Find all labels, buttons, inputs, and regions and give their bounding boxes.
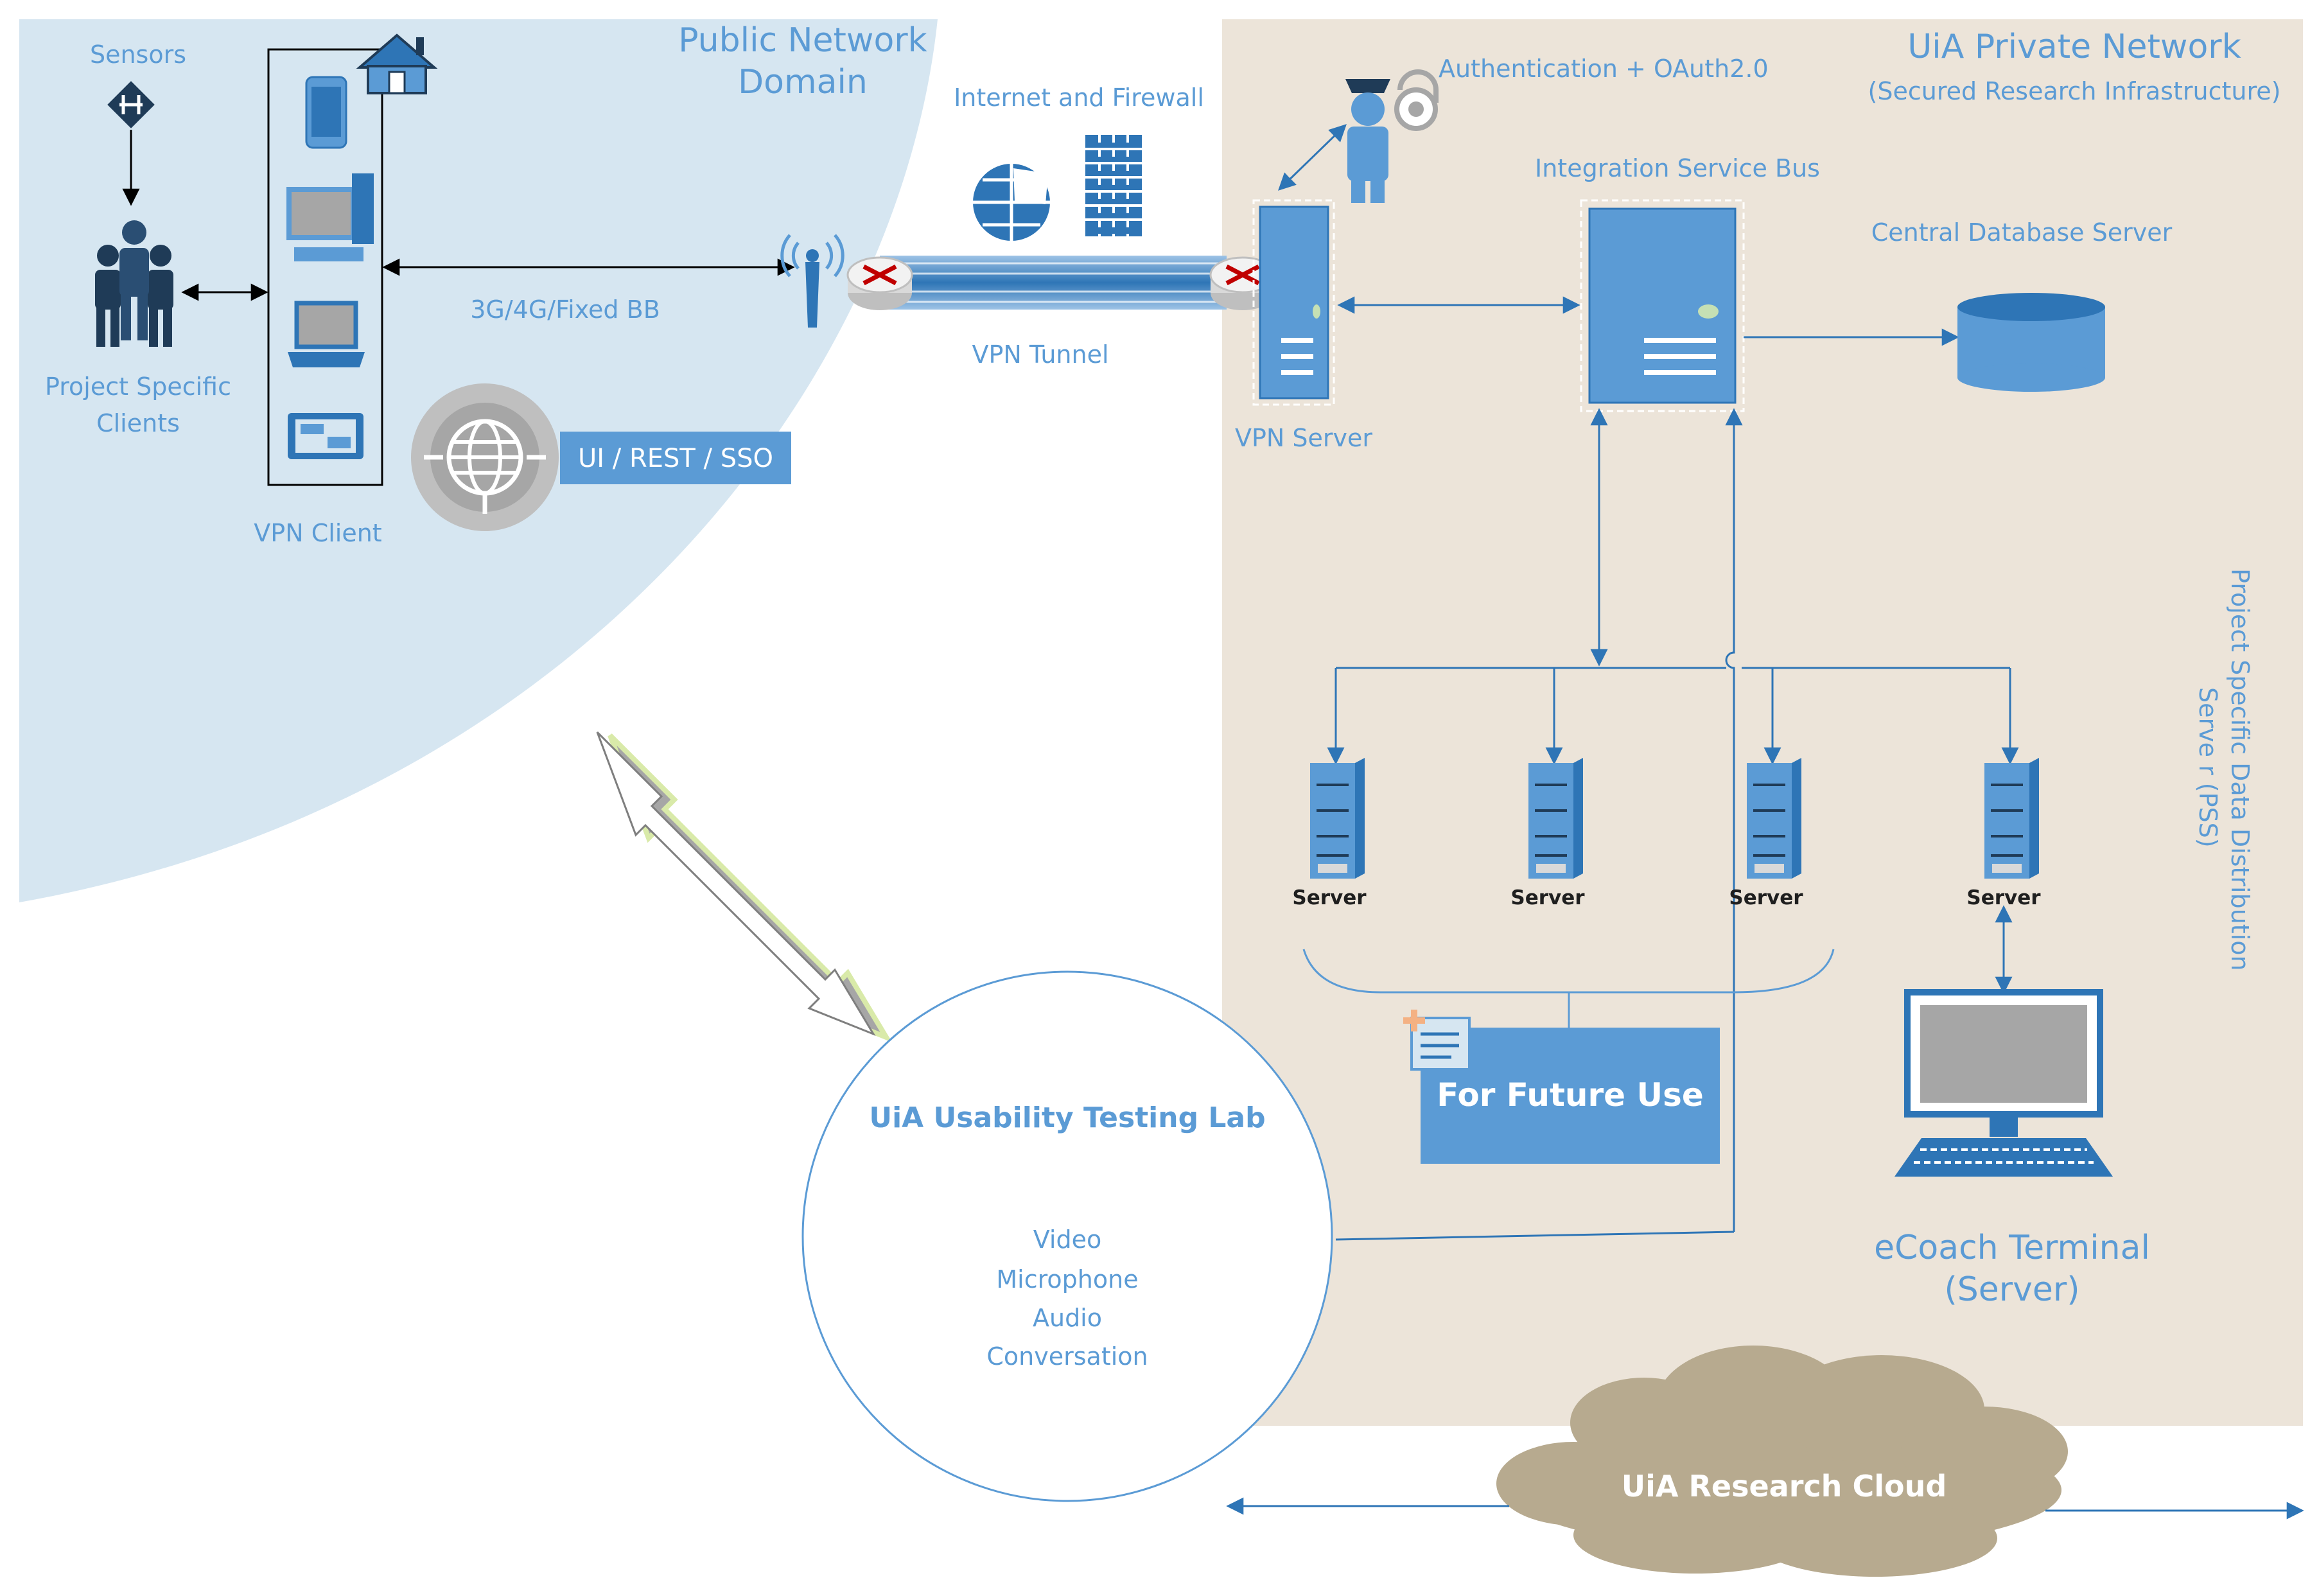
server-label: Server (1729, 886, 1803, 909)
globe-icon (973, 164, 1050, 241)
public-zone-title: Public Network (678, 21, 927, 60)
globe-icon (411, 383, 559, 531)
vpn-tunnel (880, 256, 1227, 310)
tablet-icon (288, 413, 363, 459)
server-tower-icon (1588, 207, 1737, 404)
usability-lab-circle (801, 970, 1333, 1502)
pss-label-2: Serve r (PSS) (2194, 687, 2222, 848)
ecoach-label: eCoach Terminal (1874, 1229, 2150, 1267)
vpn-tunnel-label: VPN Tunnel (972, 340, 1108, 369)
lab-item: Conversation (986, 1342, 1148, 1371)
sensor-icon (107, 81, 155, 128)
server-tower-icon (1747, 758, 1801, 879)
desktop-icon (286, 173, 374, 261)
server-tower-icon (1310, 758, 1365, 879)
future-use-label: For Future Use (1437, 1076, 1704, 1114)
db-label: Central Database Server (1871, 218, 2173, 247)
cloud-icon (1496, 1346, 2068, 1577)
monitor-icon (1895, 989, 2113, 1177)
cloud-label: UiA Research Cloud (1622, 1469, 1947, 1504)
router-icon (846, 256, 913, 310)
ui-rest-sso-box (560, 432, 791, 484)
vpn-server-frame (1252, 199, 1335, 406)
pss-label: Project Specific Data Distribution (2226, 568, 2254, 971)
double-arrow-icon (596, 731, 893, 1043)
server-tower-icon (1259, 206, 1329, 399)
vpn-client-box (267, 48, 383, 486)
firewall-icon (1085, 135, 1142, 236)
clients-label: Project Specific (45, 373, 231, 401)
server-label: Server (1966, 886, 2041, 909)
vpn-client-label: VPN Client (254, 519, 381, 547)
internet-firewall-label: Internet and Firewall (954, 83, 1204, 112)
server-tower-icon (1984, 758, 2039, 879)
private-zone-subtitle: (Secured Research Infrastructure) (1868, 77, 2281, 105)
private-zone-title: UiA Private Network (1907, 28, 2241, 66)
auth-label: Authentication + OAuth2.0 (1439, 55, 1769, 83)
note-add-icon (1403, 1010, 1471, 1071)
server-label: Server (1510, 886, 1585, 909)
phone-icon (305, 76, 347, 149)
lab-title: UiA Usability Testing Lab (869, 1101, 1265, 1134)
lab-item: Audio (1033, 1304, 1102, 1332)
server-tower-icon (1528, 758, 1583, 879)
database-icon (1957, 293, 2105, 392)
antenna-icon (780, 234, 844, 328)
vpn-server-label: VPN Server (1235, 424, 1372, 452)
home-icon (356, 33, 438, 94)
link-type-label: 3G/4G/Fixed BB (470, 295, 660, 324)
server-label: Server (1292, 886, 1367, 909)
public-zone-title-2: Domain (738, 63, 868, 101)
laptop-icon (288, 301, 365, 367)
sensors-label: Sensors (90, 40, 186, 69)
esb-label: Integration Service Bus (1535, 154, 1820, 182)
clients-label-2: Clients (96, 409, 180, 437)
esb-frame (1580, 199, 1745, 412)
ui-rest-sso-label: UI / REST / SSO (578, 444, 773, 473)
ecoach-label-2: (Server) (1944, 1270, 2079, 1309)
private-network-zone (1222, 19, 2303, 1426)
lab-item: Video (1033, 1225, 1101, 1254)
guard-lock-icon (1345, 69, 1439, 203)
lab-item: Microphone (996, 1265, 1138, 1293)
servers-brace (1302, 949, 1835, 994)
people-icon (95, 220, 173, 347)
